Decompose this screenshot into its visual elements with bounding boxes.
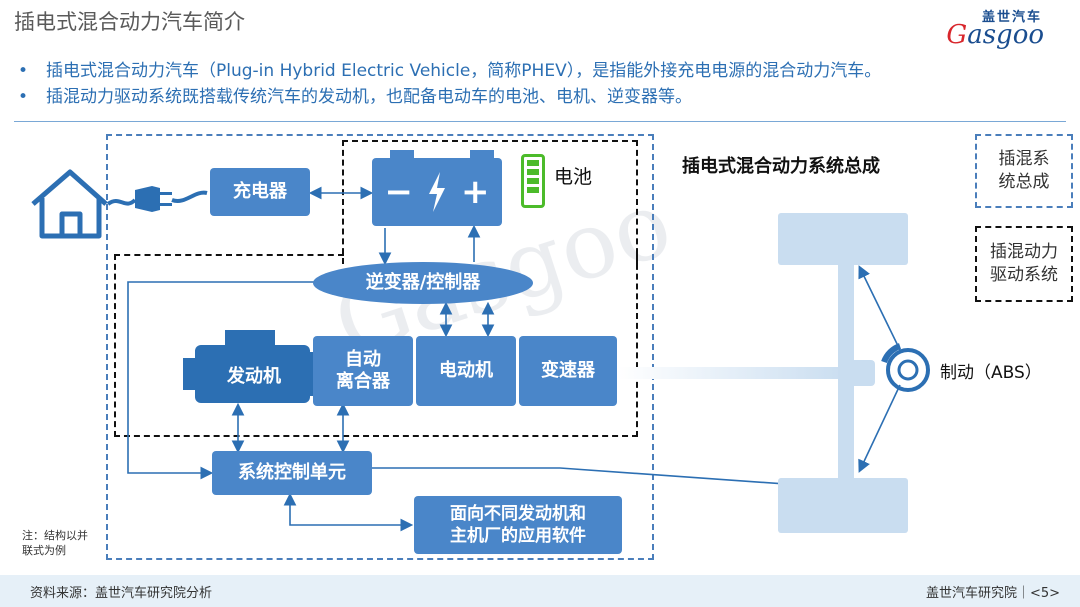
lightning-icon <box>429 172 445 212</box>
legend-system-assembly: 插混系 统总成 <box>975 134 1073 208</box>
engine-icon <box>183 330 317 403</box>
battery-level-icon <box>521 154 545 208</box>
engine-label: 发动机 <box>227 366 281 387</box>
brake-disc-icon <box>881 343 930 392</box>
plug-icon <box>106 186 208 212</box>
application-software-block: 面向不同发动机和 主机厂的应用软件 <box>414 496 622 554</box>
battery-block: − + <box>372 158 502 226</box>
structure-note: 注：结构以并联式为例 <box>22 529 88 557</box>
phev-system-frame <box>106 134 654 560</box>
brake-label: 制动（ABS） <box>940 363 1042 383</box>
drive-system-frame <box>342 140 638 264</box>
gearbox-block: 变速器 <box>519 336 617 406</box>
inverter-controller: 逆变器/控制器 <box>313 262 533 304</box>
bullet-item: •插电式混合动力汽车（Plug-in Hybrid Electric Vehic… <box>18 58 881 84</box>
battery-terminal-left <box>390 150 414 159</box>
intro-bullets: •插电式混合动力汽车（Plug-in Hybrid Electric Vehic… <box>18 58 881 110</box>
section-title: 插电式混合动力系统总成 <box>682 156 880 177</box>
drive-system-frame-lower <box>114 254 638 437</box>
footer-page: 盖世汽车研究院｜<5> <box>925 586 1060 601</box>
bullet-text: 插电式混合动力汽车（Plug-in Hybrid Electric Vehicl… <box>46 61 882 81</box>
footer-source: 资料来源：盖世汽车研究院分析 <box>30 586 213 601</box>
logo-cn-text: 盖世汽车 <box>981 10 1042 25</box>
drive-frame-top-left <box>114 254 344 256</box>
battery-terminal-right <box>470 150 494 159</box>
footer-bar <box>0 575 1080 607</box>
charger-block: 充电器 <box>210 168 310 216</box>
bullet-text: 插混动力驱动系统既搭载传统汽车的发动机，也配备电动车的电池、电机、逆变器等。 <box>46 87 692 107</box>
legend-drive-system: 插混动力 驱动系统 <box>975 226 1073 302</box>
page-title: 插电式混合动力汽车简介 <box>14 10 245 34</box>
divider <box>14 121 1066 122</box>
motor-block: 电动机 <box>416 336 516 406</box>
drive-shaft <box>618 367 848 379</box>
chassis <box>778 213 908 533</box>
logo-en-text: Gasgoo <box>946 20 1044 50</box>
battery-plus: + <box>461 172 490 212</box>
bullet-item: •插混动力驱动系统既搭载传统汽车的发动机，也配备电动车的电池、电机、逆变器等。 <box>18 84 881 110</box>
clutch-block: 自动 离合器 <box>313 336 413 406</box>
battery-label: 电池 <box>554 166 593 188</box>
battery-minus: − <box>384 172 414 212</box>
house-icon <box>31 169 108 239</box>
gasgoo-logo: 盖世汽车 Gasgoo <box>918 4 1048 50</box>
system-control-unit: 系统控制单元 <box>212 451 372 495</box>
